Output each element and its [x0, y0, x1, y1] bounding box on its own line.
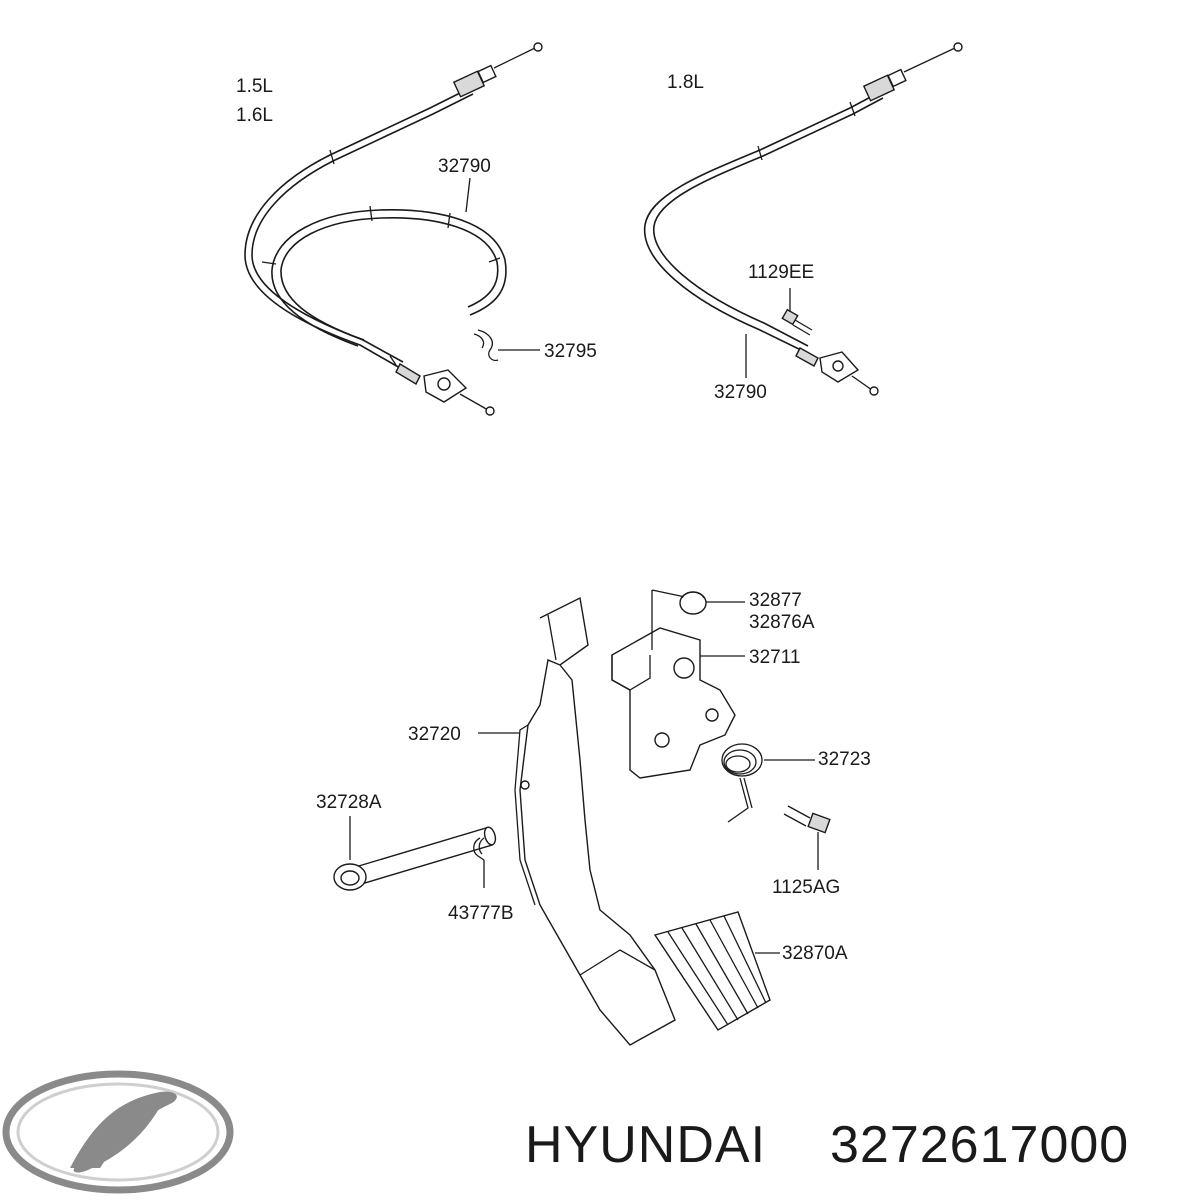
cable-end-fitting-lower-right: [795, 347, 879, 396]
part-label-43777b: 43777B: [448, 903, 514, 924]
cable-assembly-right: [643, 42, 963, 396]
part-label-32720: 32720: [408, 724, 461, 745]
pedal-pad-32870a: [653, 911, 771, 1031]
cotter-pin-43777b: [473, 837, 485, 861]
engine-label-1-6l: 1.6L: [236, 105, 273, 126]
brand-name: HYUNDAI: [525, 1116, 766, 1174]
return-spring-32723: [721, 743, 763, 823]
engine-label-1-8l: 1.8L: [667, 72, 704, 93]
part-label-32795: 32795: [544, 341, 597, 362]
part-number: 3272617000: [830, 1116, 1129, 1174]
bolt-1129ee: [781, 308, 813, 336]
cable-assembly-left: [244, 42, 543, 416]
part-label-1129ee: 1129EE: [748, 262, 814, 283]
part-label-32728a: 32728A: [316, 792, 382, 813]
part-label-32723: 32723: [818, 749, 871, 770]
cable-end-fitting-lower-left: [395, 363, 495, 416]
pedal-stopper-32877: [679, 591, 707, 615]
part-label-32870a: 32870A: [782, 943, 848, 964]
part-label-32876a: 32876A: [749, 612, 815, 633]
cable-end-fitting-upper-left: [452, 42, 543, 98]
retaining-clip-32795: [473, 329, 499, 362]
pedal-arm-32720: [514, 596, 676, 1046]
pivot-shaft-32728a: [333, 826, 497, 891]
bolt-1125ag: [783, 805, 831, 834]
part-label-32790-right: 32790: [714, 382, 767, 403]
hyundai-logo: [2, 1070, 234, 1194]
part-label-1125ag: 1125AG: [772, 877, 840, 898]
leader-32790-left: [465, 177, 471, 213]
part-label-32790-left: 32790: [438, 156, 491, 177]
part-label-32877: 32877: [749, 590, 802, 611]
mounting-bracket-32711: [611, 589, 736, 779]
engine-label-1-5l: 1.5L: [236, 76, 273, 97]
part-label-32711: 32711: [749, 647, 800, 668]
cable-end-fitting-upper-right: [862, 42, 963, 102]
